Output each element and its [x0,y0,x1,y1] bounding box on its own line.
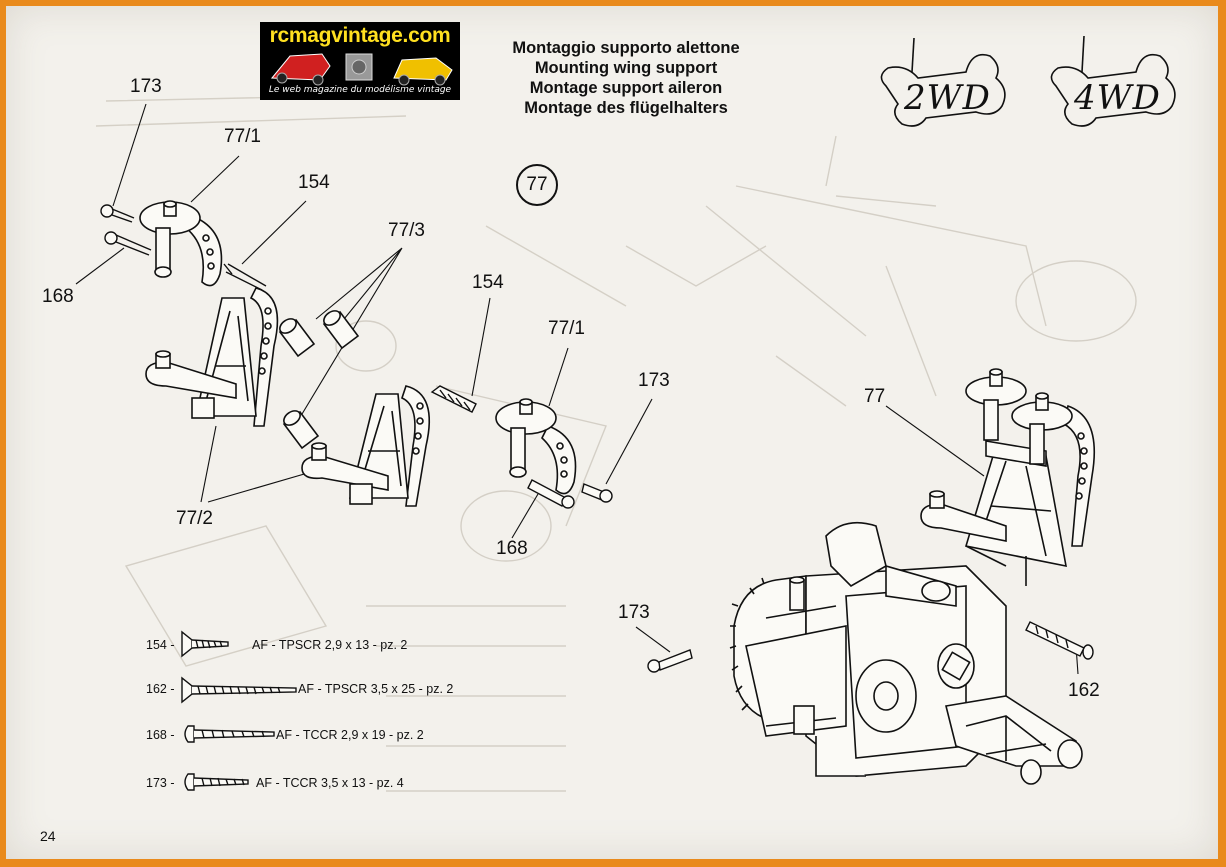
legend-icons [181,630,297,791]
legend-row-173: 173 - AF - TCCR 3,5 x 13 - pz. 4 [146,774,446,798]
site-logo: rcmagvintage.com Le web magazine du modé… [260,22,460,100]
screw-173-top [100,204,135,223]
long-countersunk-screw-icon [181,676,297,704]
legend-description: AF - TPSCR 2,9 x 13 - pz. 2 [252,638,408,652]
legend-number: 173 - [146,776,175,790]
screw-162 [1025,621,1094,660]
spacer-77-3 [278,310,360,450]
leader-lines [75,103,1079,675]
title-italian: Montaggio supporto alettone [512,39,740,57]
label-168-mid: 168 [496,538,528,559]
label-173-top: 173 [130,76,162,97]
wing-mount-77-1-mid [495,398,577,495]
badge-outlines [880,35,1176,127]
section-titles: Montaggio supporto alettone Mounting win… [476,38,776,118]
label-154-top: 154 [298,172,330,193]
step-number-circle: 77 [516,164,558,206]
screw-168-top [104,231,152,256]
label-77-3: 77/3 [388,220,425,241]
legend-number: 168 - [146,728,175,742]
legend-description: AF - TCCR 3,5 x 13 - pz. 4 [256,776,404,790]
legend-row-162: 162 - AF - TPSCR 3,5 x 25 - pz. 2 [146,680,486,704]
label-77-1-mid: 77/1 [548,318,585,339]
screw-168-mid [527,479,575,509]
label-173-bottom: 173 [618,602,650,623]
legend-row-168: 168 - AF - TCCR 2,9 x 19 - pz. 2 [146,726,466,750]
gearbox-assembly [729,521,1083,785]
label-154-mid: 154 [472,272,504,293]
wing-mount-77-1-top [139,200,223,287]
label-173-mid: 173 [638,370,670,391]
legend-number: 162 - [146,682,175,696]
wing-support-77-2-left [145,287,279,427]
logo-brand: rcmagvintage.com [269,24,451,47]
round-head-screw-icon [184,725,275,743]
manual-page: rcmagvintage.com Le web magazine du modé… [6,6,1218,859]
badge-2wd: 2WD [904,78,991,118]
label-77-right: 77 [864,386,886,407]
logo-tagline: Le web magazine du modélisme vintage [268,85,452,95]
title-german: Montage des flügelhalters [524,99,728,117]
label-162: 162 [1068,680,1100,701]
badge-4wd: 4WD [1074,78,1161,118]
title-french: Montage support aileron [529,79,723,97]
countersunk-screw-icon [181,630,229,658]
label-77-1-top: 77/1 [224,126,261,147]
screw-154-top [223,263,267,291]
legend-description: AF - TCCR 2,9 x 19 - pz. 2 [276,728,424,742]
legend-row-154: 154 - AF - TPSCR 2,9 x 13 - pz. 2 [146,636,446,660]
logo-car-images [270,53,453,86]
legend-number: 154 - [146,638,175,652]
wing-support-assembled [920,368,1096,586]
label-77-2: 77/2 [176,508,213,529]
legend-description: AF - TPSCR 3,5 x 25 - pz. 2 [298,682,454,696]
screw-154-mid [430,385,477,413]
page-number: 24 [40,828,56,844]
label-168-left: 168 [42,286,74,307]
show-through-background [95,95,1137,792]
assembly-drawing [75,35,1176,792]
wing-support-77-2-mid [301,385,430,507]
screw-173-mid [581,483,613,503]
round-head-short-screw-icon [184,773,249,791]
screw-173-bottom [647,649,693,673]
title-english: Mounting wing support [534,59,718,77]
